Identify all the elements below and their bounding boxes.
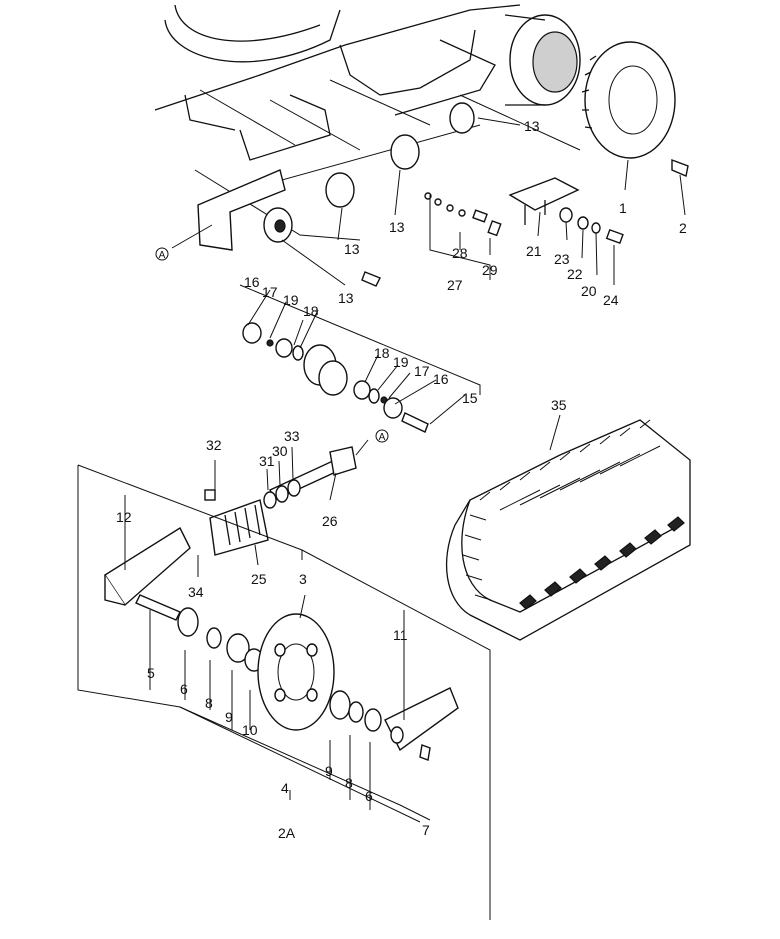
- callout-15: 15: [462, 390, 478, 406]
- callout-9: 9: [325, 763, 333, 779]
- callout-35: 35: [551, 397, 567, 413]
- callout-2a: 2A: [278, 825, 296, 841]
- callout-29: 29: [482, 262, 498, 278]
- idler-right-bearings: [329, 690, 382, 732]
- callout-20: 20: [581, 283, 597, 299]
- callout-5: 5: [147, 665, 155, 681]
- callout-13: 13: [389, 219, 405, 235]
- callout-26: 26: [322, 513, 338, 529]
- recoil-spring: [209, 499, 269, 556]
- callout-2: 2: [679, 220, 687, 236]
- carrier-rollers: [263, 102, 475, 243]
- svg-text:A: A: [379, 432, 386, 443]
- callout-18: 18: [374, 345, 390, 361]
- callout-13: 13: [344, 241, 360, 257]
- callout-labels: 1 2 2A 3 4 5 6 6 7 8 8 9 9 10 11 12 13 1…: [116, 118, 687, 841]
- callout-25: 25: [251, 571, 267, 587]
- callout-31: 31: [259, 453, 275, 469]
- idler-side-plate: [384, 687, 459, 752]
- callout-17: 17: [414, 363, 430, 379]
- callout-8: 8: [205, 695, 213, 711]
- ref-marker-a-adjuster: A: [375, 429, 389, 443]
- callout-19: 19: [283, 292, 299, 308]
- callout-8: 8: [345, 775, 353, 791]
- carrier-roller-exploded: [239, 284, 481, 433]
- motor-fasteners: [559, 207, 624, 244]
- track-guard-plate: [508, 177, 580, 225]
- callout-12: 12: [116, 509, 132, 525]
- callout-24: 24: [603, 292, 619, 308]
- leader-lines: [124, 117, 686, 619]
- callout-30: 30: [272, 443, 288, 459]
- sprocket-bolt: [671, 158, 689, 177]
- travel-motor: [504, 14, 581, 106]
- callout-11: 11: [393, 627, 408, 643]
- sprocket: [581, 41, 676, 159]
- adjuster-fittings: [424, 192, 502, 237]
- callout-34: 34: [188, 584, 204, 600]
- idler-wheel: [257, 613, 335, 731]
- callout-7: 7: [422, 822, 430, 838]
- callout-32: 32: [206, 437, 222, 453]
- callout-3: 3: [299, 571, 307, 587]
- callout-18: 18: [303, 303, 319, 319]
- group-lines: [77, 464, 491, 920]
- rubber-track: [445, 419, 691, 641]
- callout-6: 6: [365, 788, 373, 804]
- callout-4: 4: [281, 780, 289, 796]
- callout-27: 27: [447, 277, 463, 293]
- callout-16: 16: [433, 371, 449, 387]
- callout-13: 13: [338, 290, 354, 306]
- callout-13: 13: [524, 118, 540, 134]
- callout-1: 1: [619, 200, 627, 216]
- roller-bolt: [361, 271, 381, 287]
- plate-bolt: [419, 744, 431, 761]
- callout-9: 9: [225, 709, 233, 725]
- callout-19: 19: [393, 354, 409, 370]
- callout-22: 22: [567, 266, 583, 282]
- ref-marker-a-top: A: [155, 247, 169, 261]
- callout-6: 6: [180, 681, 188, 697]
- svg-text:A: A: [159, 250, 166, 261]
- callout-33: 33: [284, 428, 300, 444]
- idler-shaft: [135, 594, 264, 672]
- callout-10: 10: [242, 722, 258, 738]
- spring-washers: [204, 479, 301, 509]
- callout-28: 28: [452, 245, 468, 261]
- callout-23: 23: [554, 251, 570, 267]
- callout-17: 17: [262, 284, 278, 300]
- frame-bracket: [197, 169, 286, 251]
- callout-21: 21: [526, 243, 542, 259]
- callout-16: 16: [244, 274, 260, 290]
- idler-bracket: [104, 526, 191, 607]
